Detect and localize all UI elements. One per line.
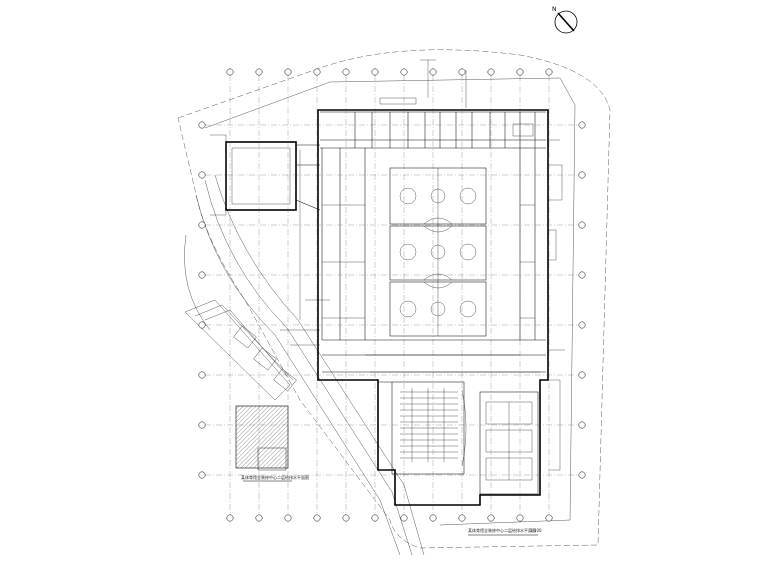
auditorium <box>378 381 467 475</box>
outdoor-stands <box>184 299 297 401</box>
right-bays <box>519 148 563 340</box>
drawing-scale: 1:100 <box>530 528 542 533</box>
axis-bubbles-right <box>578 121 586 479</box>
drawing-title: 某体育馆全装修中心二层给排水平面图 <box>468 528 536 533</box>
left-bays <box>321 148 366 340</box>
pipe-runs <box>280 59 565 471</box>
site-boundary <box>177 49 611 549</box>
north-arrow-icon: N <box>552 6 578 34</box>
hatched-annex <box>235 405 289 469</box>
axis-grid <box>205 75 580 515</box>
top-rooms-row <box>354 97 536 148</box>
access-road <box>184 174 425 556</box>
svg-text:N: N <box>552 6 557 13</box>
annex-title: 某体育馆全装修中心二层给排水平面图 <box>241 475 309 480</box>
axis-bubbles-top <box>226 68 553 76</box>
axis-bubbles-left <box>198 121 206 479</box>
axis-bubbles-bottom <box>226 514 553 522</box>
basketball-courts <box>389 167 487 337</box>
badminton-courts <box>479 391 539 495</box>
left-annex <box>210 134 321 216</box>
